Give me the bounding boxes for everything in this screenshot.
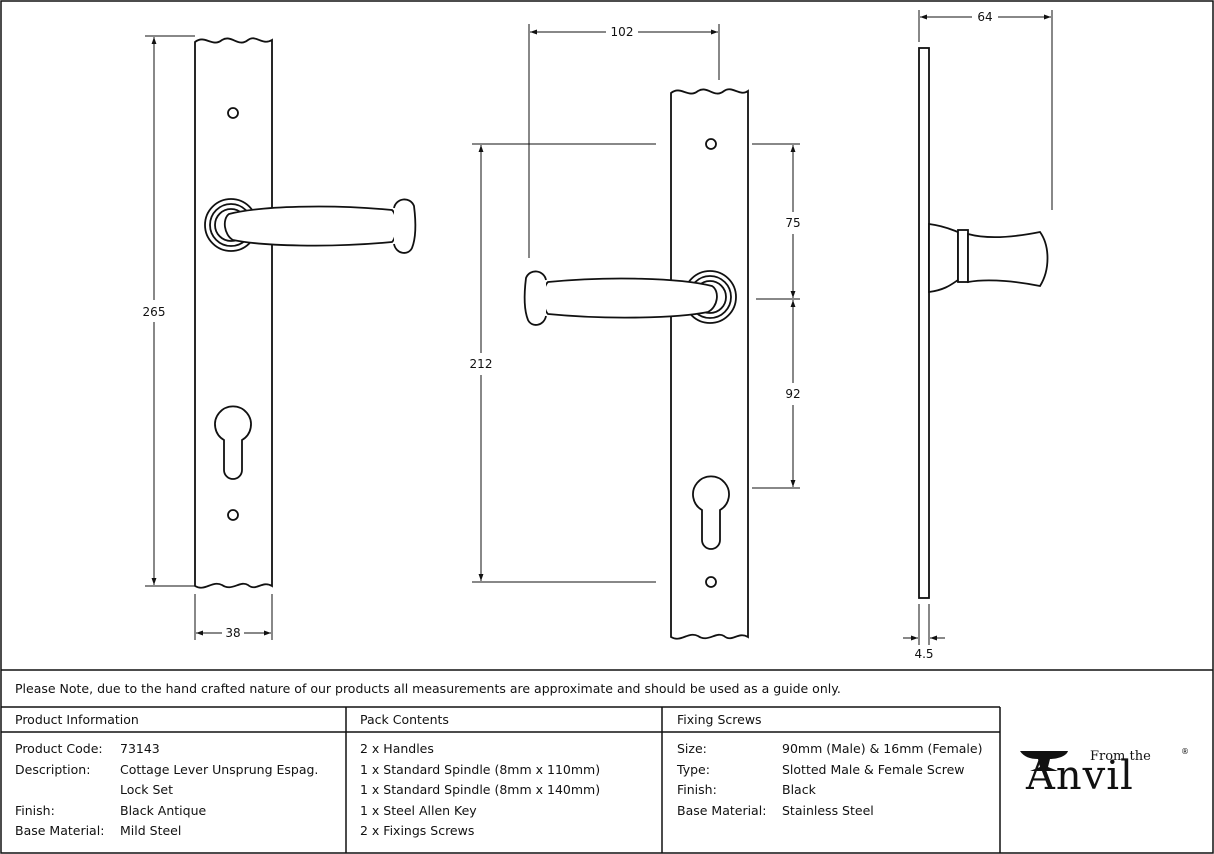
row-label: Finish:: [15, 802, 55, 818]
row-label: Product Code:: [15, 741, 103, 756]
logo-name: Anvil: [1026, 753, 1134, 799]
row-value: Lock Set: [120, 782, 174, 797]
list-item: 1 x Steel Allen Key: [360, 802, 477, 818]
row-value: Cottage Lever Unsprung Espag.: [120, 761, 319, 777]
row-label: Type:: [677, 761, 710, 777]
table-row: Finish: Black: [677, 780, 982, 801]
table-row: Description: Cottage Lever Unsprung Espag…: [15, 760, 318, 781]
row-value: 90mm (Male) & 16mm (Female): [782, 741, 983, 756]
row-label: Base Material:: [15, 823, 105, 838]
row-value: Slotted Male & Female Screw: [782, 761, 965, 777]
dim-lever-to-keyhole: 92: [785, 387, 800, 401]
dim-upper-to-lever: 75: [785, 216, 800, 230]
row-value: Stainless Steel: [782, 802, 874, 818]
row-label: Base Material:: [677, 802, 767, 818]
fixing-screws-table: Size: 90mm (Male) & 16mm (Female) Type: Sl…: [677, 739, 982, 821]
row-value: Black Antique: [120, 802, 207, 818]
table-row: Product Code: 73143: [15, 739, 318, 760]
product-information-table: Product Code: 73143 Description: Cottage L…: [15, 739, 318, 842]
dim-front-width: 38: [225, 626, 240, 640]
front-view-left: [194, 37, 417, 589]
dim-fixing-span: 212: [470, 357, 493, 371]
front-view-center: [523, 88, 749, 640]
product-information-heading: Product Information: [15, 712, 139, 727]
row-label: Size:: [677, 741, 707, 756]
anvil-icon: [1020, 751, 1068, 771]
fixing-screws-heading: Fixing Screws: [677, 712, 762, 727]
side-view: [918, 47, 1049, 599]
row-value: 73143: [120, 741, 160, 756]
pack-contents-heading: Pack Contents: [360, 712, 449, 727]
table-row: Base Material: Mild Steel: [15, 821, 318, 842]
measurement-note: Please Note, due to the hand crafted nat…: [15, 681, 841, 696]
logo-from-text: From the: [1090, 749, 1151, 764]
list-item: 2 x Fixings Screws: [360, 823, 475, 838]
row-label: Finish:: [677, 782, 717, 797]
registered-mark: ®: [1181, 747, 1189, 756]
table-row: Finish: Black Antique: [15, 801, 318, 822]
table-row: Type: Slotted Male & Female Screw: [677, 760, 982, 781]
dimension-labels: 265 38 102 212 75 92 64 4.5: [143, 10, 993, 661]
table-row: Lock Set: [15, 780, 318, 801]
dim-front-height: 265: [143, 305, 166, 319]
dim-side-depth: 64: [977, 10, 992, 24]
dim-lever-projection: 102: [611, 25, 634, 39]
list-item: 1 x Standard Spindle (8mm x 140mm): [360, 782, 601, 797]
dim-plate-thickness: 4.5: [914, 647, 933, 661]
table-row: Base Material: Stainless Steel: [677, 801, 982, 822]
dimension-lines: [145, 10, 1053, 645]
row-value: Black: [782, 782, 816, 797]
row-label: Description:: [15, 761, 91, 777]
pack-contents-list: 2 x Handles 1 x Standard Spindle (8mm x …: [360, 739, 600, 842]
row-label: [15, 780, 120, 801]
list-item: 1 x Standard Spindle (8mm x 110mm): [360, 761, 601, 777]
table-row: Size: 90mm (Male) & 16mm (Female): [677, 739, 982, 760]
list-item: 2 x Handles: [360, 741, 434, 756]
row-value: Mild Steel: [120, 823, 182, 838]
brand-logo: From the Anvil ®: [1018, 745, 1193, 805]
